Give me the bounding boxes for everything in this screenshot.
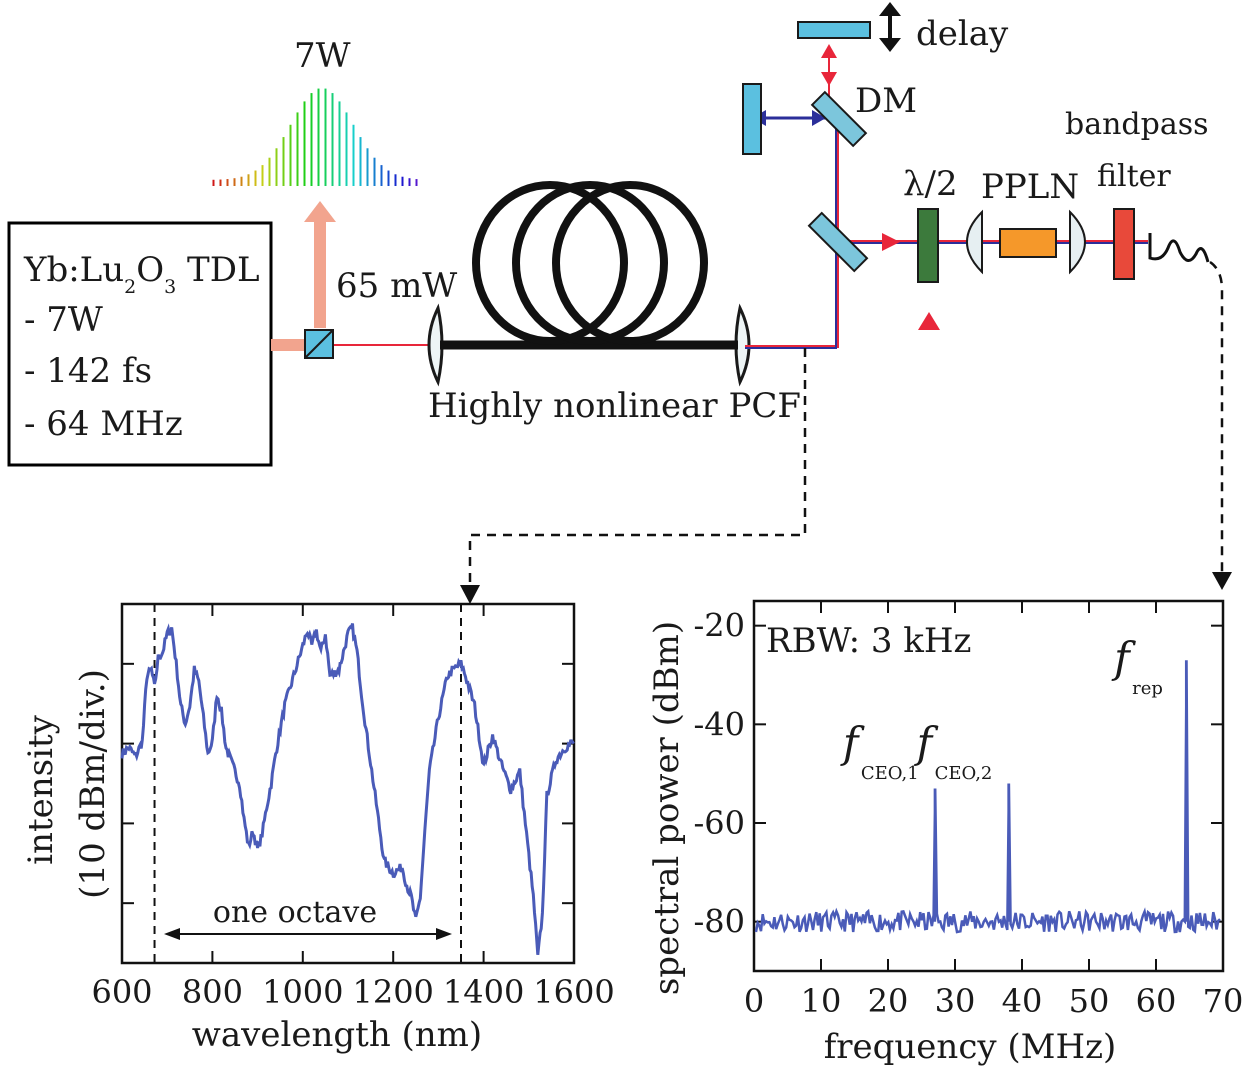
comb-beam-arrow <box>304 201 336 222</box>
optical-spectrum-trace <box>120 623 575 955</box>
chart2-y-tick-label: -40 <box>693 705 745 743</box>
chart2-x-tick-label: 40 <box>1002 982 1043 1020</box>
laser-power: - 7W <box>24 300 103 340</box>
chart2-x-tick-label: 20 <box>868 982 909 1020</box>
pcf-fiber-coil <box>440 181 738 350</box>
chart1-x-tick-label: 1200 <box>352 973 433 1011</box>
chart2-frame <box>752 599 1225 973</box>
laser-box <box>7 221 273 467</box>
chart1-x-tick-label: 1400 <box>443 973 524 1011</box>
recombination-mirror <box>807 211 869 273</box>
ppln-output-lens <box>1069 209 1086 275</box>
peak-label-subscript: CEO,1 <box>861 763 919 784</box>
half-wave-plate <box>917 208 939 283</box>
chart2-x-tick-label: 60 <box>1136 982 1177 1020</box>
chart1-x-tick-label: 800 <box>182 973 243 1011</box>
octave-span-arrow <box>164 928 452 940</box>
chart1-frame <box>120 602 576 965</box>
connector-to-rf-spectrum <box>1209 260 1232 590</box>
delay-mirror <box>797 21 871 39</box>
chart1-x-tick-label: 1600 <box>533 973 614 1011</box>
end-mirror <box>742 83 762 155</box>
chart2-y-tick-label: -20 <box>693 607 745 645</box>
delay-stage-arrow <box>879 2 901 52</box>
octave-label: one octave <box>213 895 377 930</box>
rf-spectrum-trace <box>754 660 1221 936</box>
comb-power-label: 7W <box>294 36 351 76</box>
half-wave-plate-label: λ/2 <box>903 164 958 204</box>
fiber-power-label: 65 mW <box>336 266 457 306</box>
bandpass-label-line2: filter <box>1097 159 1171 194</box>
detector-fiber <box>1148 233 1210 263</box>
chart2-y-tick-label: -80 <box>693 903 745 941</box>
chart1-x-axis-label: wavelength (nm) <box>192 1015 482 1055</box>
output-lens <box>734 303 751 387</box>
comb-beam <box>314 222 326 328</box>
chart2-x-tick-label: 0 <box>744 982 764 1020</box>
chart2-x-axis-label: frequency (MHz) <box>824 1027 1117 1067</box>
peak-label-subscript: rep <box>1132 678 1163 699</box>
chart1-x-tick-label: 1000 <box>262 973 343 1011</box>
ppln-label: PPLN <box>981 167 1079 207</box>
ppln-input-lens <box>966 209 983 275</box>
peak-label-subscript: CEO,2 <box>935 763 993 784</box>
frequency-comb <box>212 88 418 186</box>
chart1-y-axis-label-line1: intensity <box>21 714 61 864</box>
fiber-label: Highly nonlinear PCF <box>428 386 801 426</box>
chart1-x-tick-label: 600 <box>91 973 152 1011</box>
optical-setup: Yb:Lu2O3 TDL - 7W - 142 fs - 64 MHz 7W 6… <box>7 2 1232 604</box>
bandpass-filter <box>1113 208 1135 280</box>
chart2-y-tick-label: -60 <box>693 804 745 842</box>
rbw-label: RBW: 3 kHz <box>766 621 971 661</box>
connector-to-optical-spectrum <box>460 348 807 604</box>
bandpass-label-line1: bandpass <box>1065 107 1209 142</box>
ppln-crystal <box>999 228 1057 258</box>
dm-label: DM <box>855 81 917 121</box>
delay-label: delay <box>916 14 1009 54</box>
input-lens <box>427 303 444 387</box>
laser-name: Yb:Lu2O3 TDL <box>23 250 260 298</box>
pump-beam <box>271 339 305 351</box>
chart2-x-tick-label: 50 <box>1069 982 1110 1020</box>
dichroic-mirror <box>810 90 868 148</box>
chart2-ticks: 0 10 20 30 40 50 60 70 -20 -40 -60 -80 <box>693 601 1243 1020</box>
chart2-x-tick-label: 10 <box>801 982 842 1020</box>
beam-splitter-cube <box>304 329 334 359</box>
rotation-marker <box>918 312 940 330</box>
chart1-y-axis-label-line2: (10 dBm/div.) <box>73 669 113 899</box>
peak-label-ceo2: f <box>914 718 939 767</box>
chart2-x-tick-label: 70 <box>1203 982 1244 1020</box>
chart2-x-tick-label: 30 <box>935 982 976 1020</box>
chart2-y-axis-label: spectral power (dBm) <box>647 621 687 995</box>
laser-pulse-duration: - 142 fs <box>24 351 152 391</box>
peak-label-rep: f <box>1111 633 1136 682</box>
peak-label-ceo1: f <box>840 718 865 767</box>
laser-rep-rate: - 64 MHz <box>24 404 183 444</box>
